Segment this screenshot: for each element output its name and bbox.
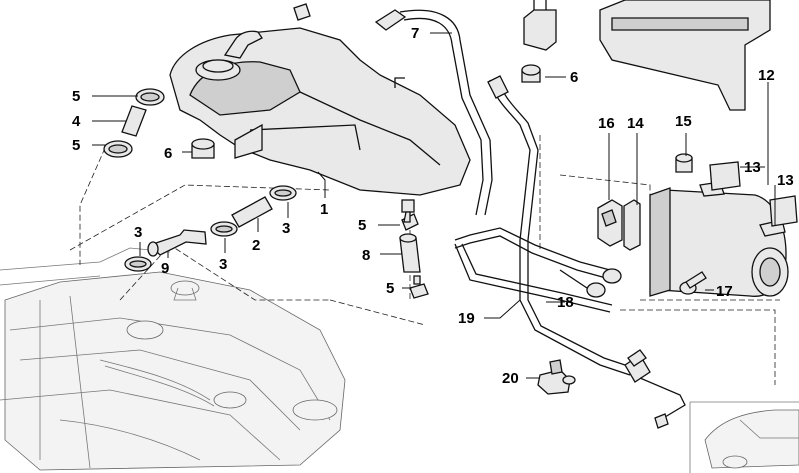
bolt-17 <box>679 271 707 295</box>
callout-18: 18 <box>557 294 574 311</box>
callout-19: 19 <box>458 310 475 327</box>
callout-labels: 1 2 3 3 3 4 5 5 5 5 6 6 7 8 9 12 13 13 1… <box>72 25 794 387</box>
callout-3-middle: 3 <box>219 256 227 273</box>
carbon-canister <box>649 181 789 297</box>
callout-5-hose8-upper: 5 <box>358 217 366 234</box>
callout-1: 1 <box>320 201 328 218</box>
rubber-mount-13-upper <box>709 161 741 191</box>
callout-5-left: 5 <box>72 137 80 154</box>
clamp-5-hose-8-lower <box>409 275 429 299</box>
callout-4: 4 <box>72 113 81 130</box>
callout-15: 15 <box>675 113 692 130</box>
callout-3-right: 3 <box>282 220 290 237</box>
connector-20 <box>537 359 576 395</box>
clamp-5-lower <box>103 140 133 158</box>
fuel-line-18 <box>454 227 613 313</box>
callout-9: 9 <box>161 260 169 277</box>
clamp-3-left <box>124 256 152 272</box>
leader-lines <box>92 32 776 379</box>
grommet-15 <box>675 153 693 173</box>
clamp-5-hose-8-upper <box>401 211 419 231</box>
underbody-fuel-tank-ghost <box>0 247 346 471</box>
callout-17: 17 <box>716 283 733 300</box>
callout-13-right: 13 <box>777 172 794 189</box>
grommet-6-left <box>191 138 215 159</box>
hose-4 <box>121 105 147 137</box>
car-silhouette-ghost <box>689 401 799 473</box>
hose-8 <box>399 233 421 273</box>
bracket-14 <box>623 199 641 251</box>
callout-20: 20 <box>502 370 519 387</box>
clamp-5-upper <box>135 88 165 106</box>
callout-12: 12 <box>758 67 775 84</box>
callout-6-right: 6 <box>570 69 578 86</box>
clamp-3-right <box>269 185 297 201</box>
callout-5-top: 5 <box>72 88 80 105</box>
line-connectors <box>586 268 686 429</box>
clamp-3-middle <box>210 221 238 237</box>
rubber-mount-13-lower <box>769 195 798 227</box>
callout-13-upper: 13 <box>744 159 761 176</box>
callout-5-hose8-lower: 5 <box>386 280 394 297</box>
fuel-line-19 <box>487 75 635 376</box>
callout-7: 7 <box>411 25 419 42</box>
callout-6-left: 6 <box>164 145 172 162</box>
bracket-16 <box>597 199 623 247</box>
vent-hose-7 <box>374 9 493 216</box>
callout-14: 14 <box>627 115 644 132</box>
callout-8: 8 <box>362 247 370 264</box>
callout-16: 16 <box>598 115 615 132</box>
grommet-6-right <box>521 64 541 83</box>
callout-2: 2 <box>252 237 260 254</box>
callout-3-left: 3 <box>134 224 142 241</box>
hose-9 <box>147 229 207 257</box>
vent-cap-top <box>293 3 311 21</box>
bracket-top <box>523 0 557 51</box>
fuel-tank <box>169 27 471 213</box>
hose-2 <box>231 196 273 228</box>
cover-panel-top-right <box>599 0 771 111</box>
